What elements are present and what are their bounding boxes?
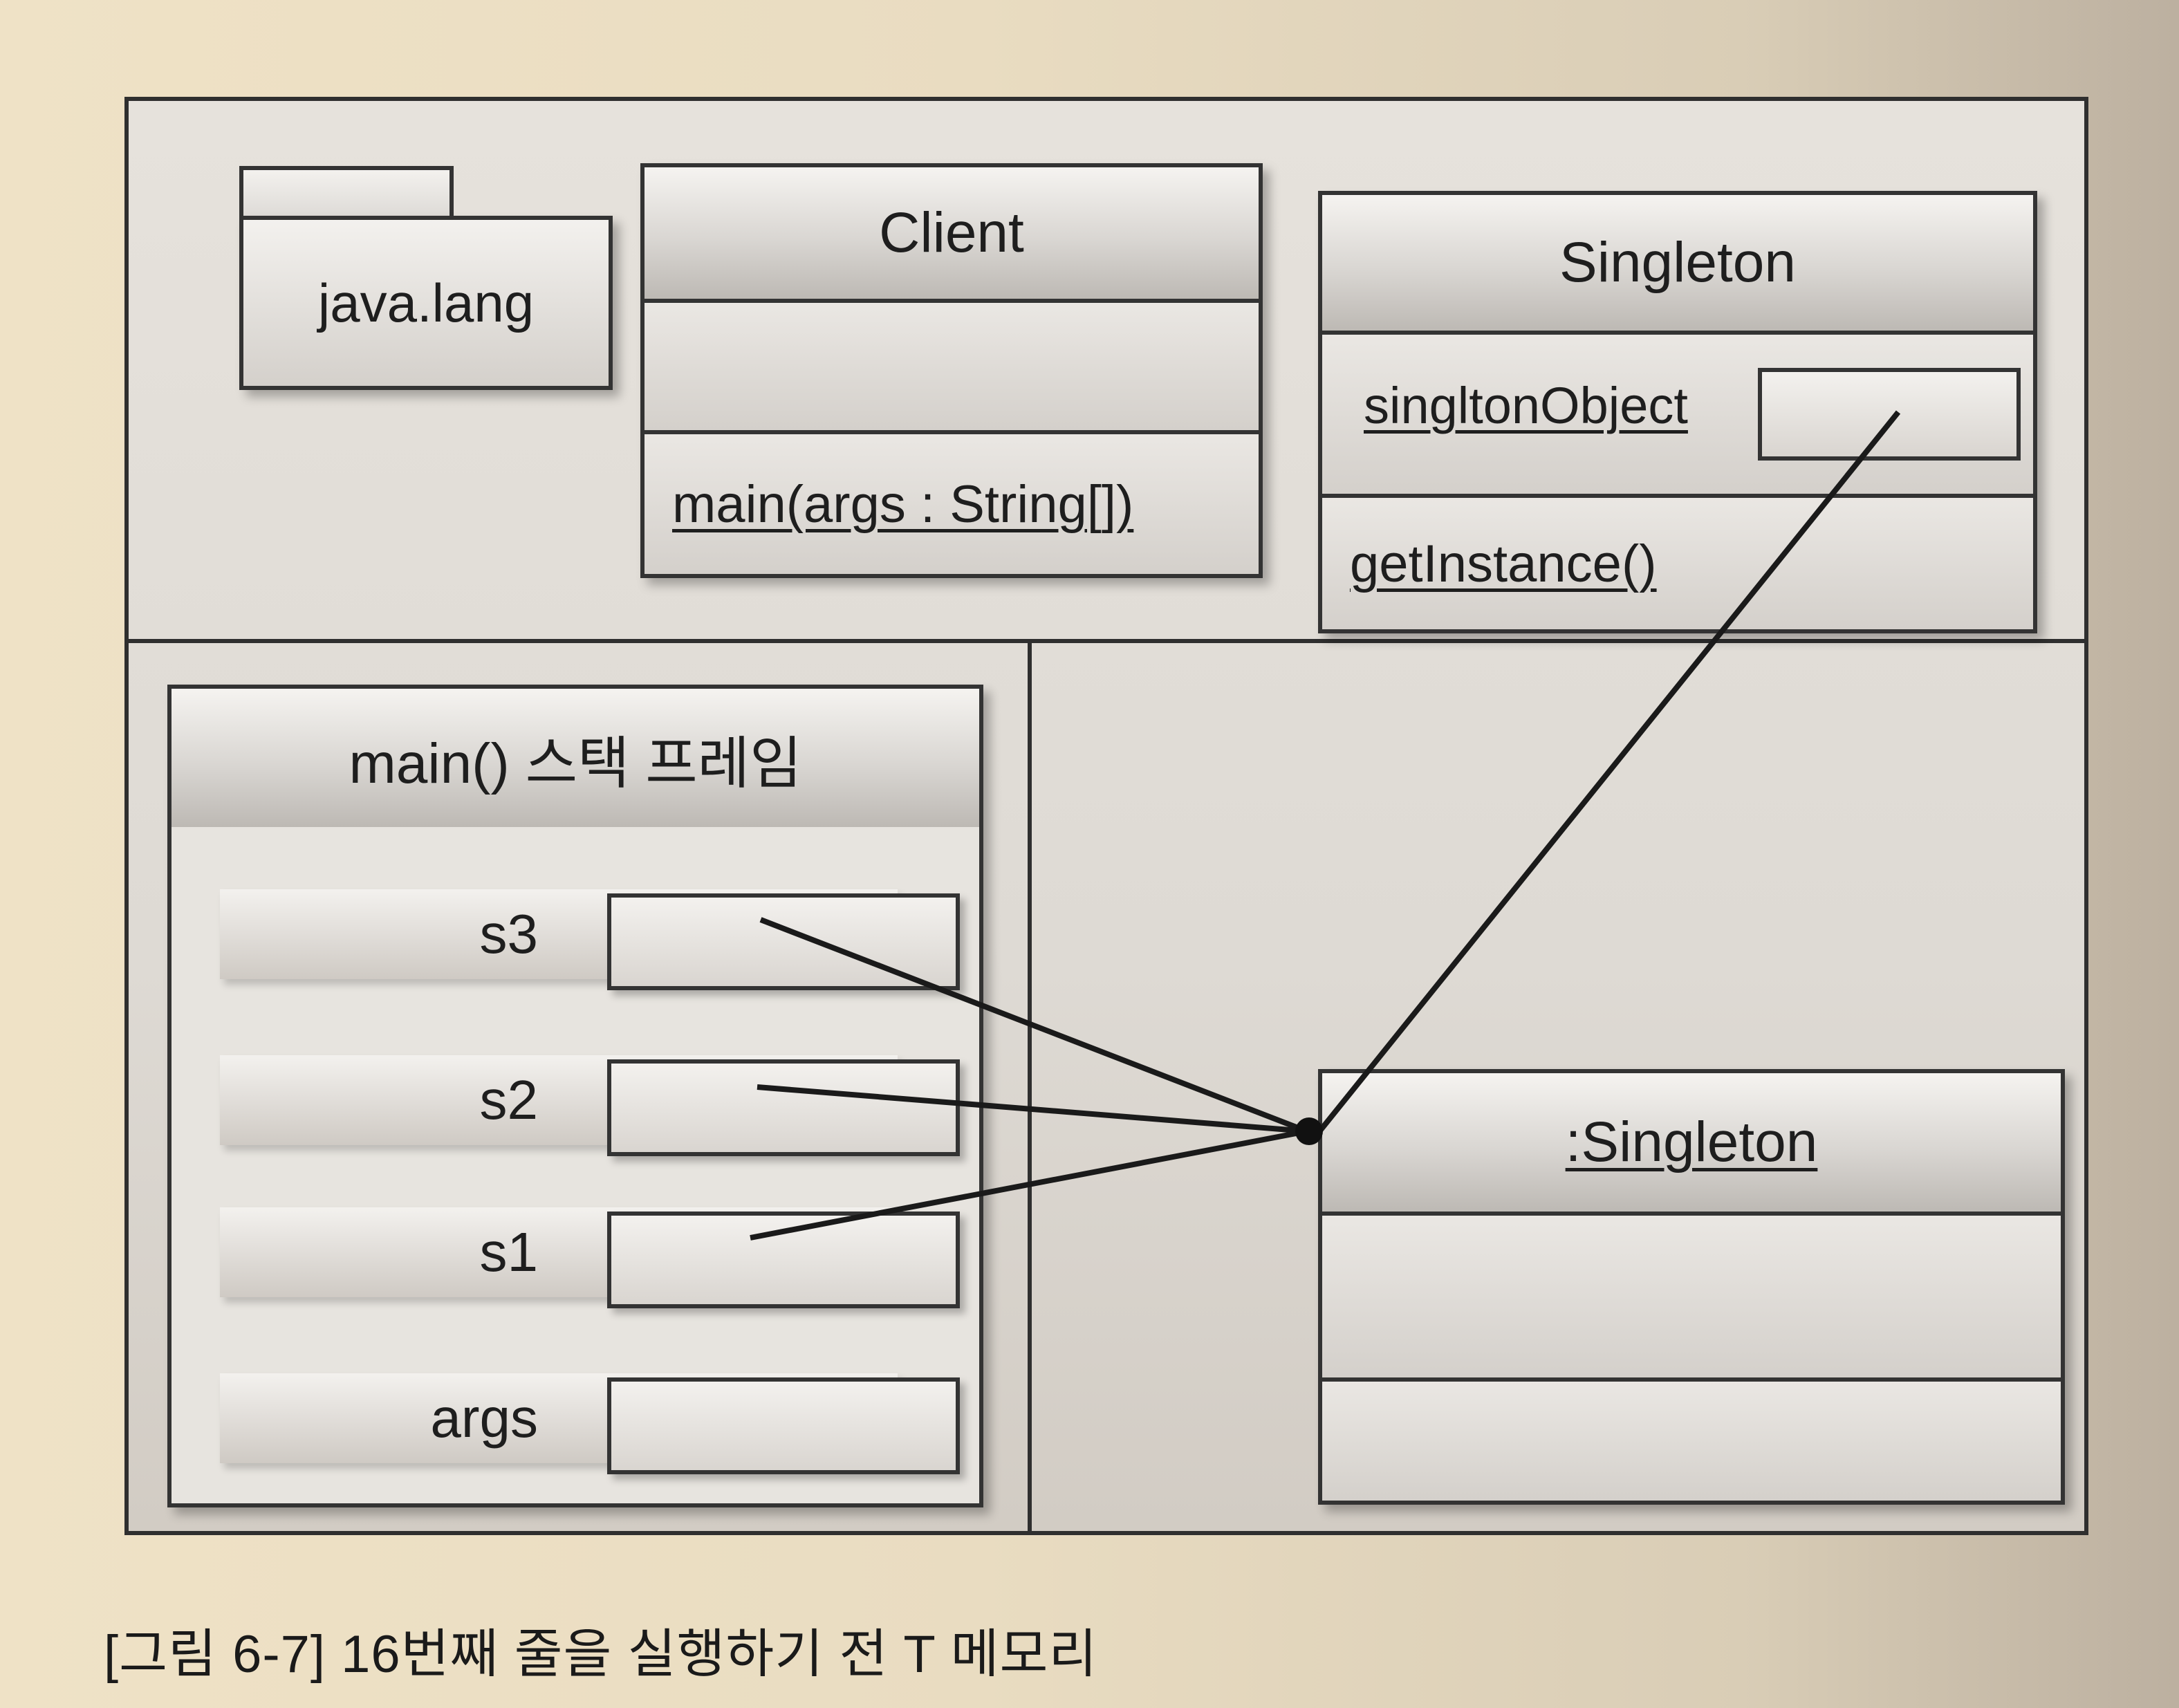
- class-client-methods: main(args : String[]): [645, 430, 1259, 574]
- stack-variable-s1: s1: [220, 1207, 960, 1308]
- singltonobject-slot: [1758, 368, 2021, 461]
- stack-variable-slot: [607, 1377, 960, 1474]
- object-singleton: :Singleton: [1318, 1069, 2065, 1505]
- stack-variable-args: args: [220, 1373, 960, 1474]
- stack-variable-s2: s2: [220, 1055, 960, 1156]
- class-client-attributes: [645, 299, 1259, 430]
- class-singleton-attributes: singltonObject: [1322, 331, 2033, 494]
- stack-variable-slot: [607, 1059, 960, 1156]
- class-client-method-main: main(args : String[]): [672, 474, 1134, 534]
- reference-target-point: [1295, 1117, 1323, 1145]
- figure-caption: [그림 6-7] 16번째 줄을 실행하기 전 T 메모리: [104, 1625, 1098, 1684]
- object-singleton-name: :Singleton: [1565, 1111, 1818, 1173]
- stack-frame-header: main() 스택 프레임: [171, 689, 979, 827]
- area-divider-horizontal: [129, 639, 2084, 643]
- package-java-lang: java.lang: [239, 216, 613, 390]
- class-client: Client main(args : String[]): [640, 163, 1263, 578]
- stack-variable-label: args: [430, 1387, 538, 1449]
- memory-diagram-frame: java.lang Client main(args : String[]) S…: [124, 97, 2088, 1535]
- class-singleton: Singleton singltonObject getInstance(): [1318, 191, 2037, 633]
- stack-variable-label: s1: [479, 1221, 539, 1283]
- stack-variable-label: s3: [479, 903, 539, 965]
- object-singleton-methods: [1322, 1377, 2061, 1501]
- class-singleton-name: Singleton: [1559, 231, 1796, 294]
- class-singleton-header: Singleton: [1322, 195, 2033, 331]
- object-singleton-fields: [1322, 1212, 2061, 1377]
- reference-singltonobject-to-object: [1315, 410, 1901, 1136]
- stack-variable-slot: [607, 1212, 960, 1308]
- class-client-name: Client: [879, 201, 1024, 264]
- area-divider-vertical: [1028, 643, 1032, 1535]
- class-singleton-method-getinstance: getInstance(): [1350, 534, 1657, 593]
- reference-s3-to-object: [759, 917, 1308, 1134]
- stack-variable-label: s2: [479, 1069, 539, 1131]
- package-name: java.lang: [317, 272, 535, 333]
- class-client-header: Client: [645, 167, 1259, 299]
- object-singleton-header: :Singleton: [1322, 1073, 2061, 1212]
- stack-frame-title: main() 스택 프레임: [349, 732, 802, 795]
- class-singleton-methods: getInstance(): [1322, 494, 2033, 629]
- reference-s2-to-object: [757, 1084, 1308, 1134]
- class-singleton-attribute-singltonobject: singltonObject: [1364, 377, 1688, 434]
- reference-s1-to-object: [750, 1129, 1308, 1241]
- package-tab: [239, 166, 454, 220]
